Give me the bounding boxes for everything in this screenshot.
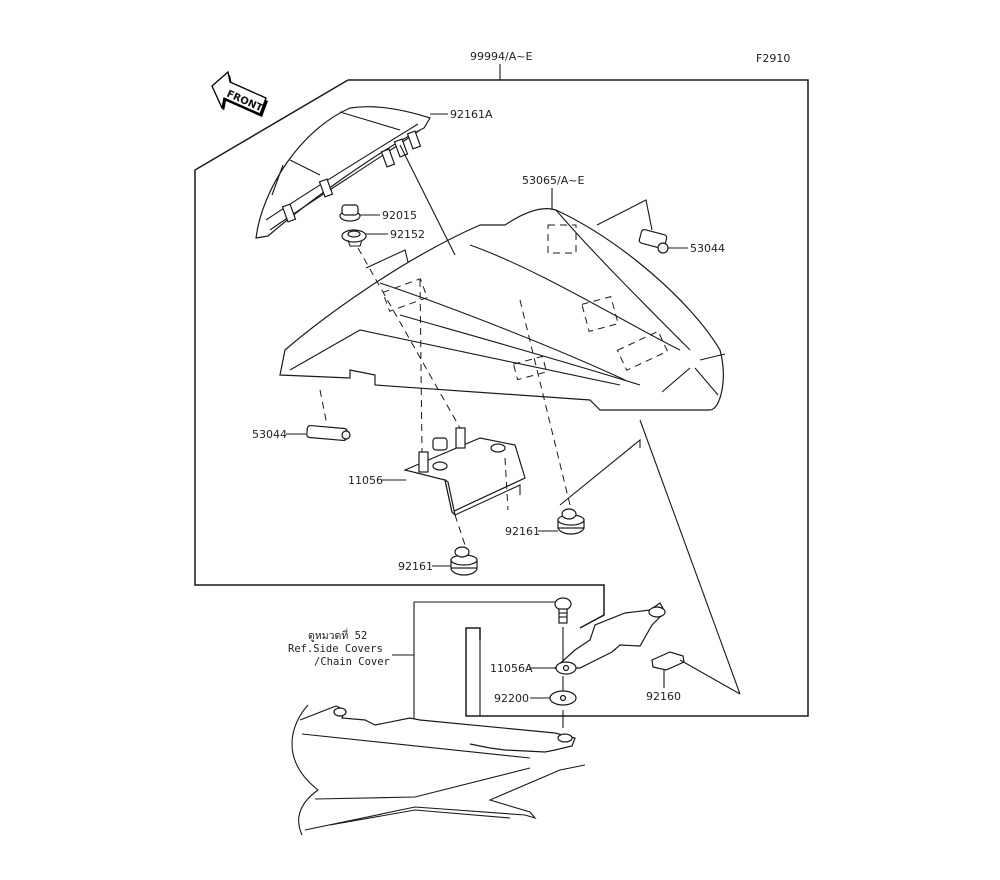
assembly-label[interactable]: 99994/A~E [470, 50, 532, 63]
part-label-92015[interactable]: 92015 [382, 209, 417, 222]
leader-clip-left-dash [319, 389, 328, 426]
seat-cover-part[interactable] [279, 208, 726, 411]
assembly-line-2 [357, 247, 461, 429]
figure-id: F2910 [756, 52, 790, 65]
ref-text-line2[interactable]: Ref.Side Covers [288, 643, 383, 655]
part-label-53044-left[interactable]: 53044 [252, 428, 287, 441]
bolt-part[interactable] [554, 597, 572, 624]
pad-part[interactable] [651, 651, 685, 671]
nut-part[interactable] [339, 204, 361, 222]
part-label-92161-right[interactable]: 92161 [505, 525, 540, 538]
assembly-line-long [639, 419, 741, 695]
side-cover-part[interactable] [291, 704, 586, 836]
part-label-92200[interactable]: 92200 [494, 692, 529, 705]
assembly-frame-left [194, 79, 605, 629]
bracket-line-2 [559, 438, 641, 506]
leader-pad-line [679, 659, 741, 695]
leader-clip-right-bracket [596, 199, 653, 231]
part-label-92152[interactable]: 92152 [390, 228, 425, 241]
assembly-line-1 [419, 279, 423, 453]
ref-text-thai[interactable]: ดูหมวดที่ 52 [308, 628, 367, 642]
assembly-line-4 [454, 514, 466, 546]
front-arrow-icon: FRONT [211, 70, 268, 117]
damper-left-part[interactable] [450, 546, 478, 576]
damper-right-part[interactable] [557, 508, 585, 535]
part-label-11056[interactable]: 11056 [348, 474, 383, 487]
clip-left-part[interactable] [306, 424, 351, 442]
washer-part[interactable] [549, 690, 577, 706]
clip-right-part[interactable] [638, 228, 669, 254]
part-label-11056A[interactable]: 11056A [490, 662, 533, 675]
bracket-part[interactable] [403, 427, 526, 517]
part-label-92161-left[interactable]: 92161 [398, 560, 433, 573]
part-label-92160[interactable]: 92160 [646, 690, 681, 703]
part-label-53065[interactable]: 53065/A~E [522, 174, 584, 187]
assembly-frame-right [348, 79, 809, 717]
assembly-line-5 [399, 144, 456, 256]
bracket-hidden-edge [504, 457, 509, 511]
ref-text-line3[interactable]: /Chain Cover [314, 656, 390, 668]
part-label-92161A[interactable]: 92161A [450, 108, 493, 121]
part-label-53044-right[interactable]: 53044 [690, 242, 725, 255]
bracket-line-1 [365, 249, 409, 269]
seat-cover-pad-part[interactable] [255, 106, 431, 239]
grommet-part[interactable] [341, 229, 367, 247]
bracket-lower-part[interactable] [553, 602, 666, 675]
bracket-line-3 [454, 484, 521, 516]
